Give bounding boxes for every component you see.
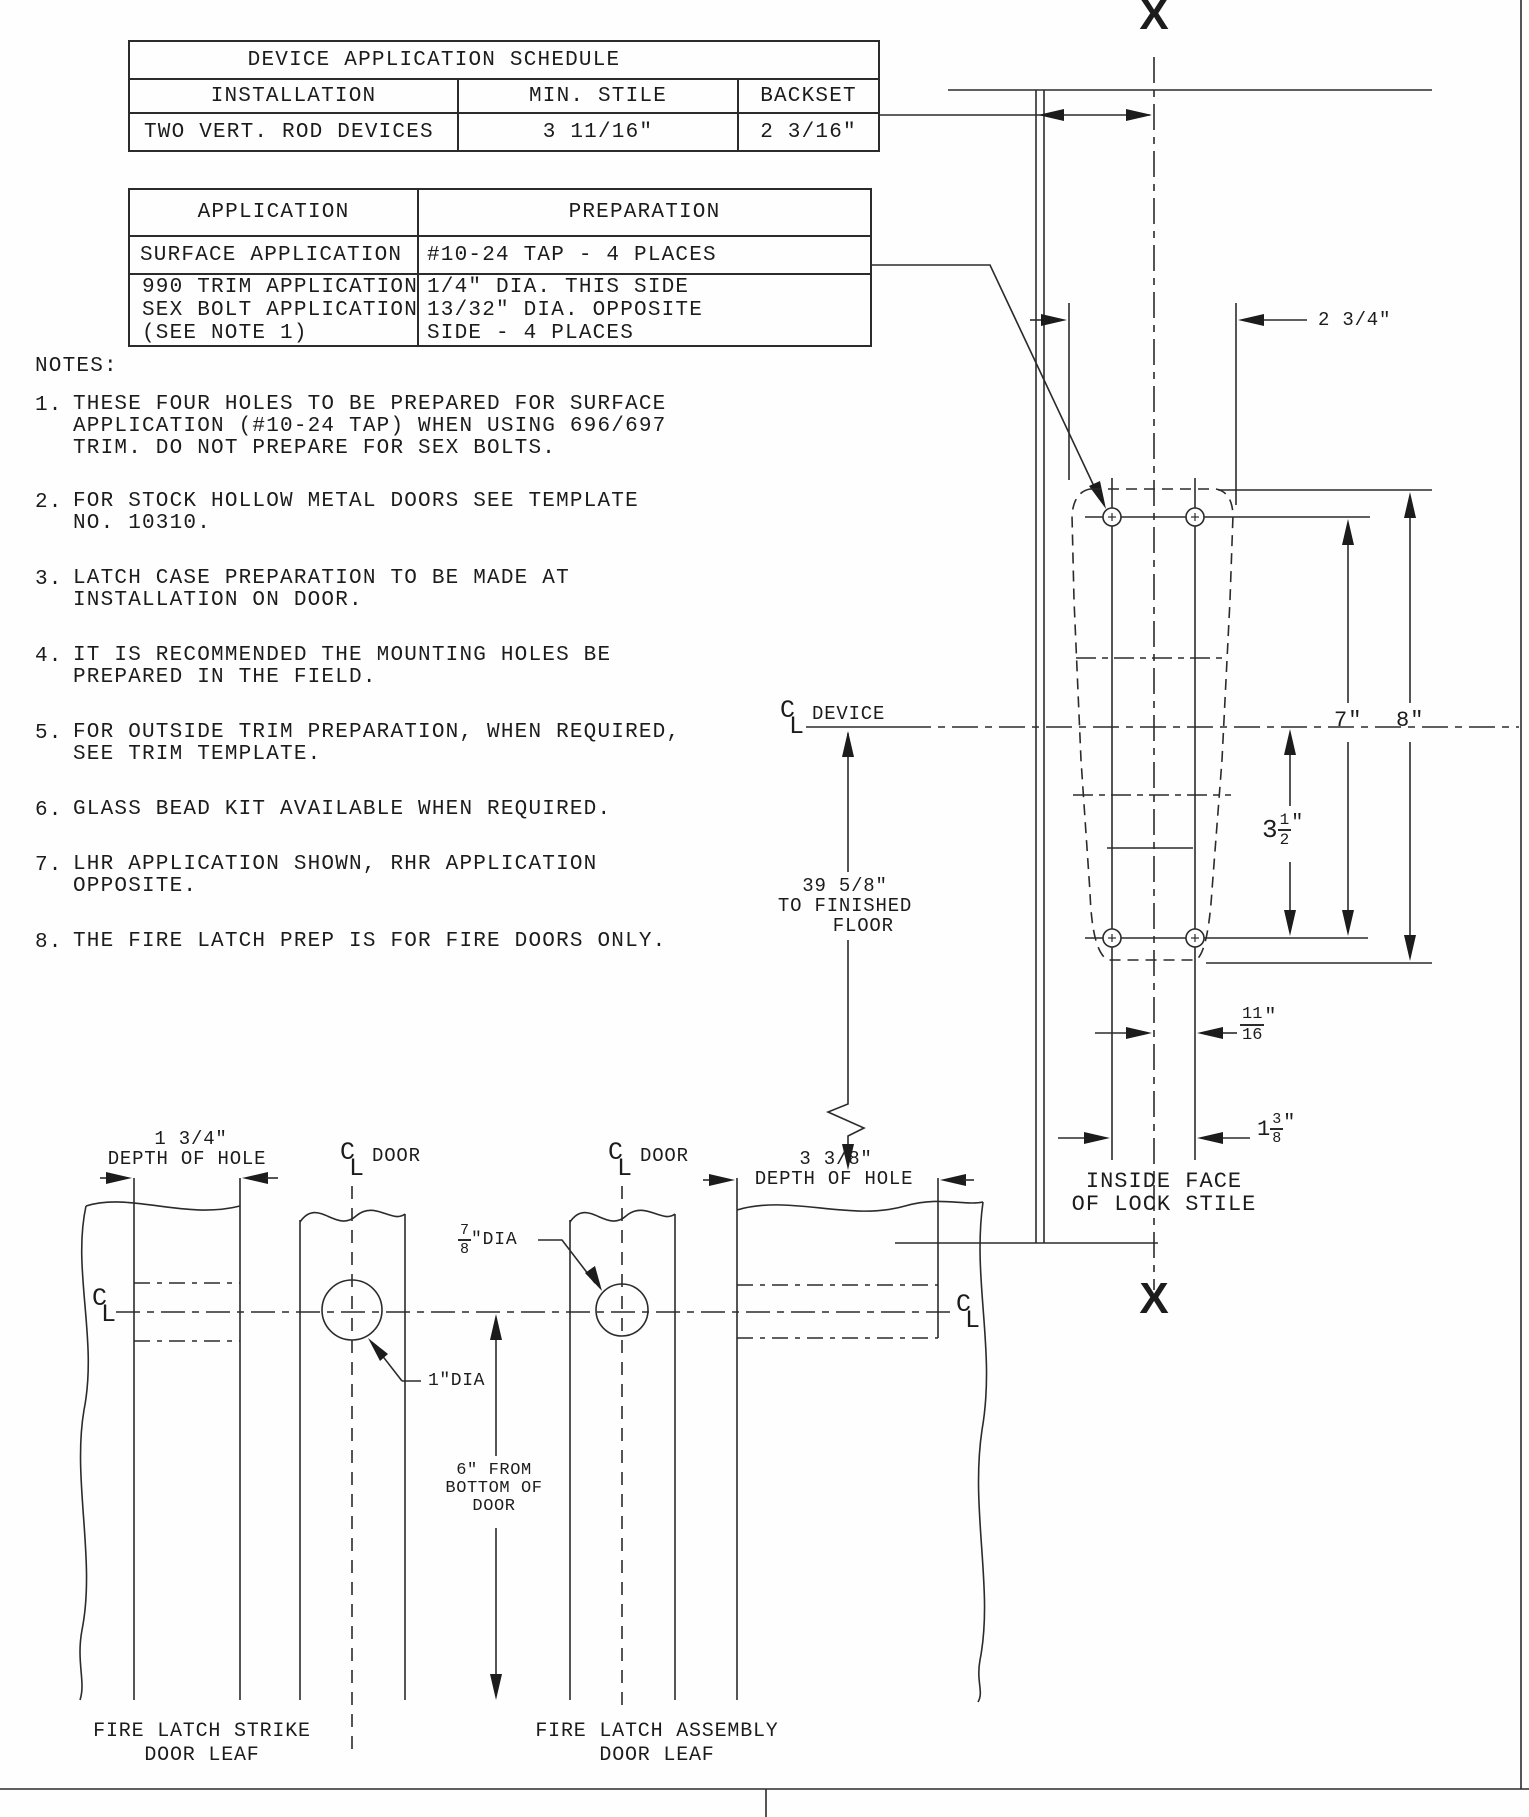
cell-backset: 2 3/16" — [736, 112, 881, 152]
col-min-stile: MIN. STILE — [457, 78, 739, 114]
strike-depth-value: 1 3/4" — [154, 1128, 228, 1150]
door-elevation-lines — [806, 57, 1519, 1290]
section-mark-x-top: X — [1139, 0, 1169, 39]
device-outline — [1071, 478, 1432, 1160]
dim-6-bottom — [490, 1314, 502, 1700]
assembly-caption: FIRE LATCH ASSEMBLY DOOR LEAF — [535, 1720, 779, 1767]
preparation-leader — [870, 264, 1106, 509]
note-number: 6. — [35, 799, 63, 822]
notes-title: NOTES: — [35, 355, 118, 378]
note-text: LATCH CASE PREPARATION TO BE MADE AT INS… — [73, 567, 570, 612]
note-text: FOR OUTSIDE TRIM PREPARATION, WHEN REQUI… — [73, 721, 681, 766]
cl-door1-label: DOOR — [372, 1145, 421, 1167]
col-installation: INSTALLATION — [128, 78, 459, 114]
note-number: 1. — [35, 394, 63, 417]
cl-device-label: DEVICE — [812, 703, 886, 725]
section-mark-x-bottom: X — [1139, 1274, 1169, 1323]
backset-dimension — [878, 109, 1152, 121]
cell-installation: TWO VERT. ROD DEVICES — [128, 112, 459, 152]
col-preparation: PREPARATION — [417, 188, 872, 237]
door-section-2 — [538, 1186, 676, 1712]
note-text: LHR APPLICATION SHOWN, RHR APPLICATION O… — [73, 853, 598, 898]
note-number: 3. — [35, 568, 63, 591]
cell-dia-preparation: 1/4" DIA. THIS SIDE 13/32" DIA. OPPOSITE… — [417, 273, 872, 347]
application-preparation-table: APPLICATION PREPARATION SURFACE APPLICAT… — [128, 188, 872, 347]
mounting-holes — [1102, 507, 1205, 948]
device-application-schedule-table: DEVICE APPLICATION SCHEDULE INSTALLATION… — [127, 40, 881, 152]
note-text: GLASS BEAD KIT AVAILABLE WHEN REQUIRED. — [73, 798, 612, 821]
assembly-depth-value: 3 3/8" — [799, 1148, 873, 1170]
cell-surface-application: SURFACE APPLICATION — [128, 235, 419, 275]
strike-depth-label: DEPTH OF HOLE — [107, 1148, 267, 1170]
cell-tap-preparation: #10-24 TAP - 4 PLACES — [417, 235, 872, 275]
floor-dimension-label: 39 5/8" TO FINISHED FLOOR — [777, 875, 913, 937]
dim-1-3-8 — [1058, 1132, 1250, 1144]
note-number: 2. — [35, 491, 63, 514]
cell-trim-application: 990 TRIM APPLICATION SEX BOLT APPLICATIO… — [128, 273, 419, 347]
strike-section — [79, 1172, 278, 1701]
note-number: 5. — [35, 722, 63, 745]
note-number: 7. — [35, 854, 63, 877]
bottom-dimension-label: 6" FROM BOTTOM OF DOOR — [445, 1461, 543, 1516]
assembly-depth-label: DEPTH OF HOLE — [754, 1168, 914, 1190]
col-application: APPLICATION — [128, 188, 419, 237]
note-number: 4. — [35, 645, 63, 668]
dim-11-16 — [1095, 1027, 1237, 1039]
hole-dia-1-label: 1"DIA — [428, 1371, 486, 1391]
cl-door2-label: DOOR — [640, 1145, 689, 1167]
note-text: THESE FOUR HOLES TO BE PREPARED FOR SURF… — [73, 393, 667, 460]
dim-3-1-2 — [1284, 729, 1296, 936]
dim-7 — [1342, 519, 1354, 936]
dim-8 — [1404, 492, 1416, 961]
assembly-section — [703, 1174, 988, 1703]
dim-7-label: 7" — [1334, 708, 1363, 733]
door-section-1 — [299, 1186, 421, 1752]
dim-8-label: 8" — [1396, 708, 1425, 733]
inside-face-label: INSIDE FACE OF LOCK STILE — [1071, 1169, 1257, 1217]
dim-2-3-4-label: 2 3/4" — [1318, 309, 1392, 331]
note-number: 8. — [35, 931, 63, 954]
note-text: IT IS RECOMMENDED THE MOUNTING HOLES BE … — [73, 644, 612, 689]
dim-39-5-8 — [825, 731, 866, 1170]
cell-min-stile: 3 11/16" — [457, 112, 739, 152]
note-text: FOR STOCK HOLLOW METAL DOORS SEE TEMPLAT… — [73, 490, 639, 535]
strike-caption: FIRE LATCH STRIKE DOOR LEAF — [93, 1720, 311, 1767]
col-backset: BACKSET — [736, 78, 881, 114]
dim-2-3-4 — [1030, 303, 1307, 505]
schedule-title: DEVICE APPLICATION SCHEDULE — [127, 40, 881, 80]
note-text: THE FIRE LATCH PREP IS FOR FIRE DOORS ON… — [73, 930, 667, 953]
